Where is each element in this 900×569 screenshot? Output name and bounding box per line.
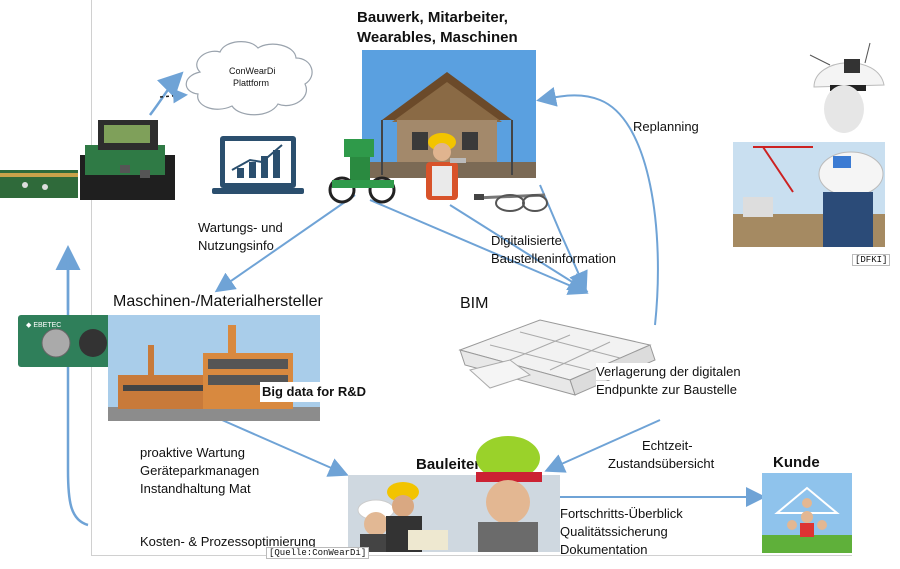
digital-info-2: Baustelleninformation: [491, 251, 617, 266]
bim-model-image: [450, 300, 670, 420]
site-manager-image: [348, 430, 560, 552]
arrow-bim-to-manager: [544, 419, 661, 473]
arrow-dashed-cloud: [159, 88, 188, 104]
diagram-frame: [91, 0, 852, 556]
site-manager-text-2: Qualitätssicherung: [560, 524, 668, 539]
conweardi-source-label: [Quelle:ConWearDi]: [266, 547, 370, 559]
svg-text:◆ EBETEC: ◆ EBETEC: [26, 322, 61, 329]
site-manager-text-3: Dokumentation: [560, 542, 648, 557]
maintenance-info-1: Wartungs- und: [198, 220, 283, 235]
proactive-3: Instandhaltung Mat: [140, 481, 251, 496]
customer-family-image: [762, 473, 852, 553]
arrow-site-to-manufacturer: [214, 194, 356, 293]
site-manager-text-1: Fortschritts-Überblick: [560, 506, 683, 521]
arrow-left-vertical: [55, 245, 89, 527]
site-manager-title: Bauleiter: [416, 456, 481, 473]
proactive-2: Geräteparkmanagen: [140, 463, 260, 478]
manufacturer-title: Maschinen-/Materialhersteller: [113, 293, 323, 310]
arrow-board-to-cloud: [148, 71, 184, 116]
maintenance-info-2: Nutzungsinfo: [198, 238, 274, 253]
bim-text-2: Endpunkte zur Baustelle: [596, 381, 737, 398]
factory-image: [108, 315, 320, 421]
construction-heading-2: Wearables, Maschinen: [357, 29, 518, 46]
bim-title: BIM: [460, 295, 489, 312]
dfki-source-label: [DFKI]: [852, 254, 891, 266]
arrow-site-to-bim-2: [449, 204, 589, 293]
arrow-replanning: [536, 87, 659, 326]
platform-label-2: Plattform: [233, 78, 270, 88]
digital-info-1: Digitalisierte: [491, 233, 562, 248]
replanning-label: Replanning: [633, 119, 699, 134]
big-data-label: Big data for R&D: [260, 382, 368, 402]
customer-title: Kunde: [773, 454, 820, 471]
helmet-site-image: [733, 142, 885, 247]
proactive-4: Kosten- & Prozessoptimierung: [140, 534, 316, 549]
bim-text-1: Verlagerung der digitalen: [596, 363, 741, 380]
arrow-manufacturer-to-manager: [221, 419, 349, 477]
machine-image: [322, 135, 410, 207]
construction-heading-1: Bauwerk, Mitarbeiter,: [357, 9, 508, 26]
circuit-board-image: [0, 115, 180, 205]
realtime-1: Echtzeit-: [642, 438, 693, 453]
realtime-2: Zustandsübersicht: [608, 456, 715, 471]
worker-image: [420, 128, 468, 203]
proactive-1: proaktive Wartung: [140, 445, 246, 460]
smart-helmet-image: [800, 35, 892, 140]
platform-label-1: ConWearDi: [229, 66, 276, 76]
arrow-site-to-bim-1: [369, 199, 589, 295]
